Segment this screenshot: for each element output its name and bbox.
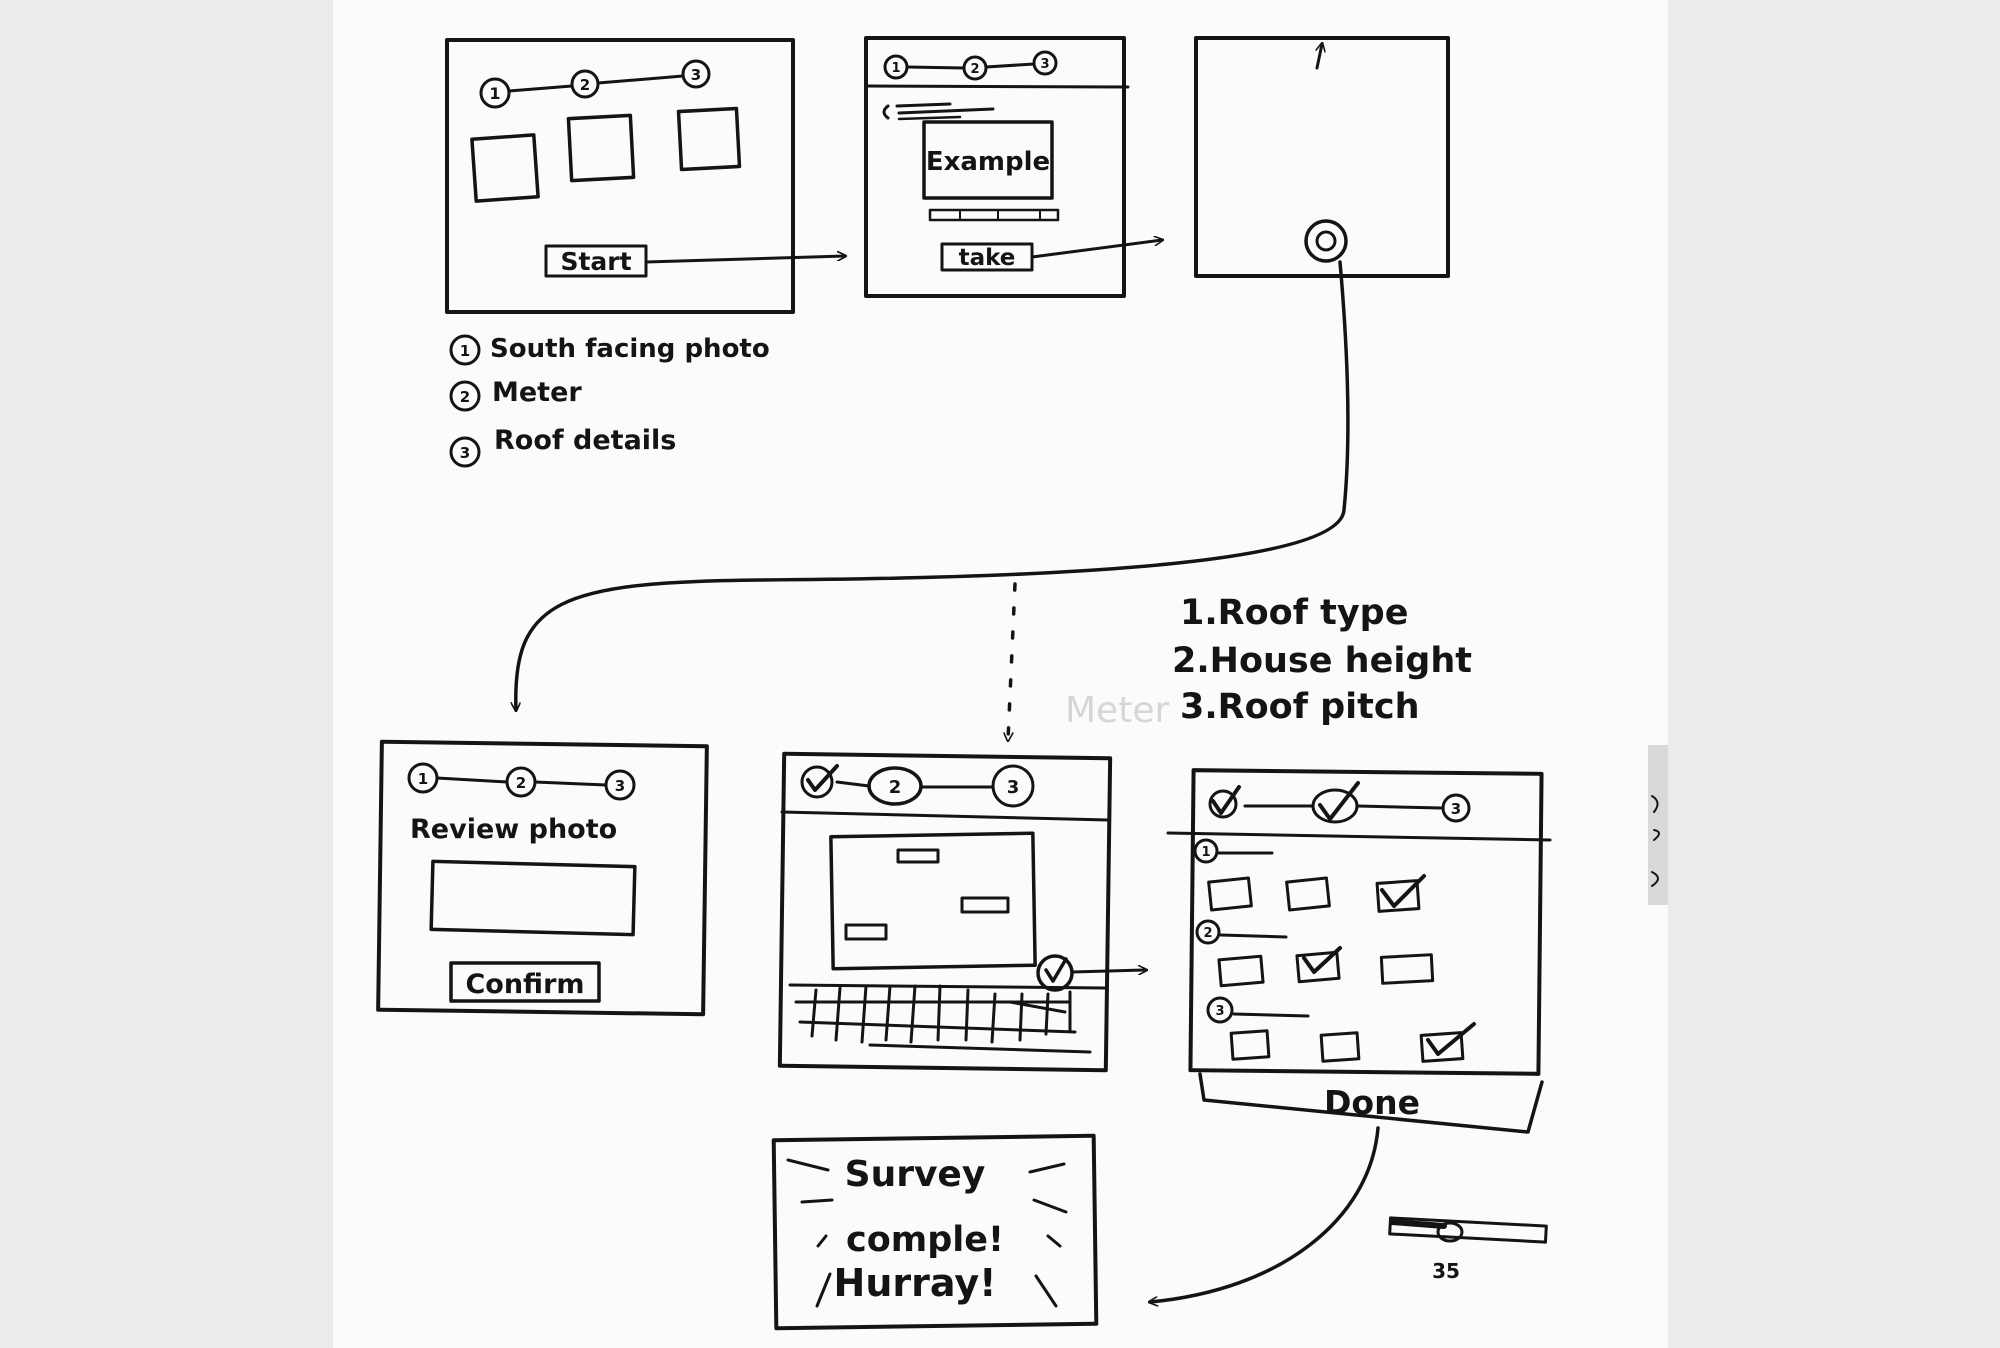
roof-question: 2.House height — [1172, 641, 1472, 681]
confirm-button[interactable]: Confirm — [449, 961, 601, 1003]
step-note: Meter — [492, 377, 582, 408]
flow-arrow — [1070, 970, 1146, 972]
step-number: 2 — [580, 76, 590, 94]
arrow-up-icon — [1317, 44, 1322, 70]
flow-arrow — [1150, 1126, 1380, 1302]
screen-example: 1 2 3 Example take — [864, 36, 1130, 298]
bleed-through-text: Meter — [1065, 690, 1169, 731]
checkmark-icon — [1380, 874, 1426, 908]
done-button[interactable]: Done — [1198, 1072, 1544, 1134]
screen-complete: Survey comple! Hurray! — [771, 1133, 1099, 1331]
flow-arrow-dotted — [1008, 582, 1017, 740]
option-box[interactable] — [1217, 954, 1265, 988]
step-notes: 1 South facing photo 2 Meter 3 Roof deta… — [449, 334, 770, 468]
step-note: South facing photo — [490, 334, 770, 364]
review-title: Review photo — [410, 814, 617, 845]
step-done-1 — [800, 764, 839, 799]
step-number: 2 — [889, 777, 902, 798]
take-button-label: take — [959, 245, 1016, 271]
slider-value: 35 — [1432, 1259, 1460, 1283]
step-number: 2 — [460, 388, 470, 406]
flow-arrow — [1030, 240, 1162, 259]
step-number: 3 — [1451, 800, 1461, 818]
start-button-label: Start — [560, 247, 631, 276]
checkmark-icon — [1426, 1022, 1476, 1056]
option-box[interactable] — [1285, 876, 1331, 912]
screen-review: 1 2 3 Review photo Confirm — [376, 739, 709, 1017]
number-keypad[interactable] — [788, 983, 1107, 1054]
roof-question: 1.Roof type — [1180, 593, 1408, 633]
option-box-selected[interactable] — [1375, 879, 1421, 913]
step-number: 1 — [489, 84, 500, 103]
complete-line-1: Survey — [845, 1154, 986, 1195]
done-button-label: Done — [1324, 1083, 1420, 1122]
confirm-button-label: Confirm — [465, 969, 584, 1000]
question-number: 3 — [1215, 1004, 1224, 1019]
complete-line-3: Hurray! — [834, 1261, 997, 1305]
step-done-1 — [1208, 785, 1241, 819]
edge-marks — [1651, 795, 1660, 887]
step-number: 1 — [891, 61, 900, 76]
checkmark-icon — [1302, 946, 1342, 974]
take-button[interactable]: take — [940, 242, 1034, 272]
flow-arrow — [516, 260, 1350, 710]
step-number: 3 — [1007, 777, 1020, 798]
step-number: 3 — [460, 444, 470, 462]
step-note: Roof details — [494, 425, 676, 456]
slider-sketch[interactable]: 35 — [1388, 1216, 1548, 1283]
step-number: 3 — [691, 66, 701, 84]
meter-confirm-check-icon[interactable] — [1036, 954, 1074, 992]
option-box[interactable] — [1207, 876, 1253, 912]
question-number: 1 — [1201, 845, 1210, 860]
question-number: 2 — [1203, 926, 1212, 941]
example-label: Example — [926, 147, 1050, 177]
screen-meter: 2 3 — [777, 751, 1113, 1073]
step-done-2 — [1311, 781, 1360, 824]
step-number: 2 — [516, 774, 526, 792]
screen-camera — [1194, 36, 1450, 278]
roof-question: 3.Roof pitch — [1180, 687, 1420, 727]
shutter-button[interactable] — [1304, 219, 1348, 263]
screen-start: 1 2 3 Start — [445, 38, 795, 314]
option-box[interactable] — [1379, 953, 1435, 985]
option-box[interactable] — [1229, 1029, 1271, 1061]
screen-roof-details: 3 1 2 3 Done — [1166, 768, 1552, 1134]
flow-arrow — [644, 256, 845, 264]
option-box-selected[interactable] — [1295, 950, 1341, 984]
roof-questions: 1.Roof type 2.House height 3.Roof pitch — [1172, 593, 1472, 727]
option-box[interactable] — [1319, 1031, 1361, 1063]
step-number: 1 — [418, 770, 428, 788]
start-button[interactable]: Start — [544, 244, 648, 278]
step-number: 1 — [460, 342, 470, 360]
step-number: 2 — [970, 62, 979, 77]
option-box-selected[interactable] — [1419, 1031, 1465, 1063]
complete-line-2: comple! — [846, 1220, 1004, 1260]
step-number: 3 — [1040, 57, 1049, 72]
slider-handle — [1436, 1221, 1464, 1243]
paper-edge — [1648, 745, 1668, 905]
step-number: 3 — [615, 777, 625, 795]
